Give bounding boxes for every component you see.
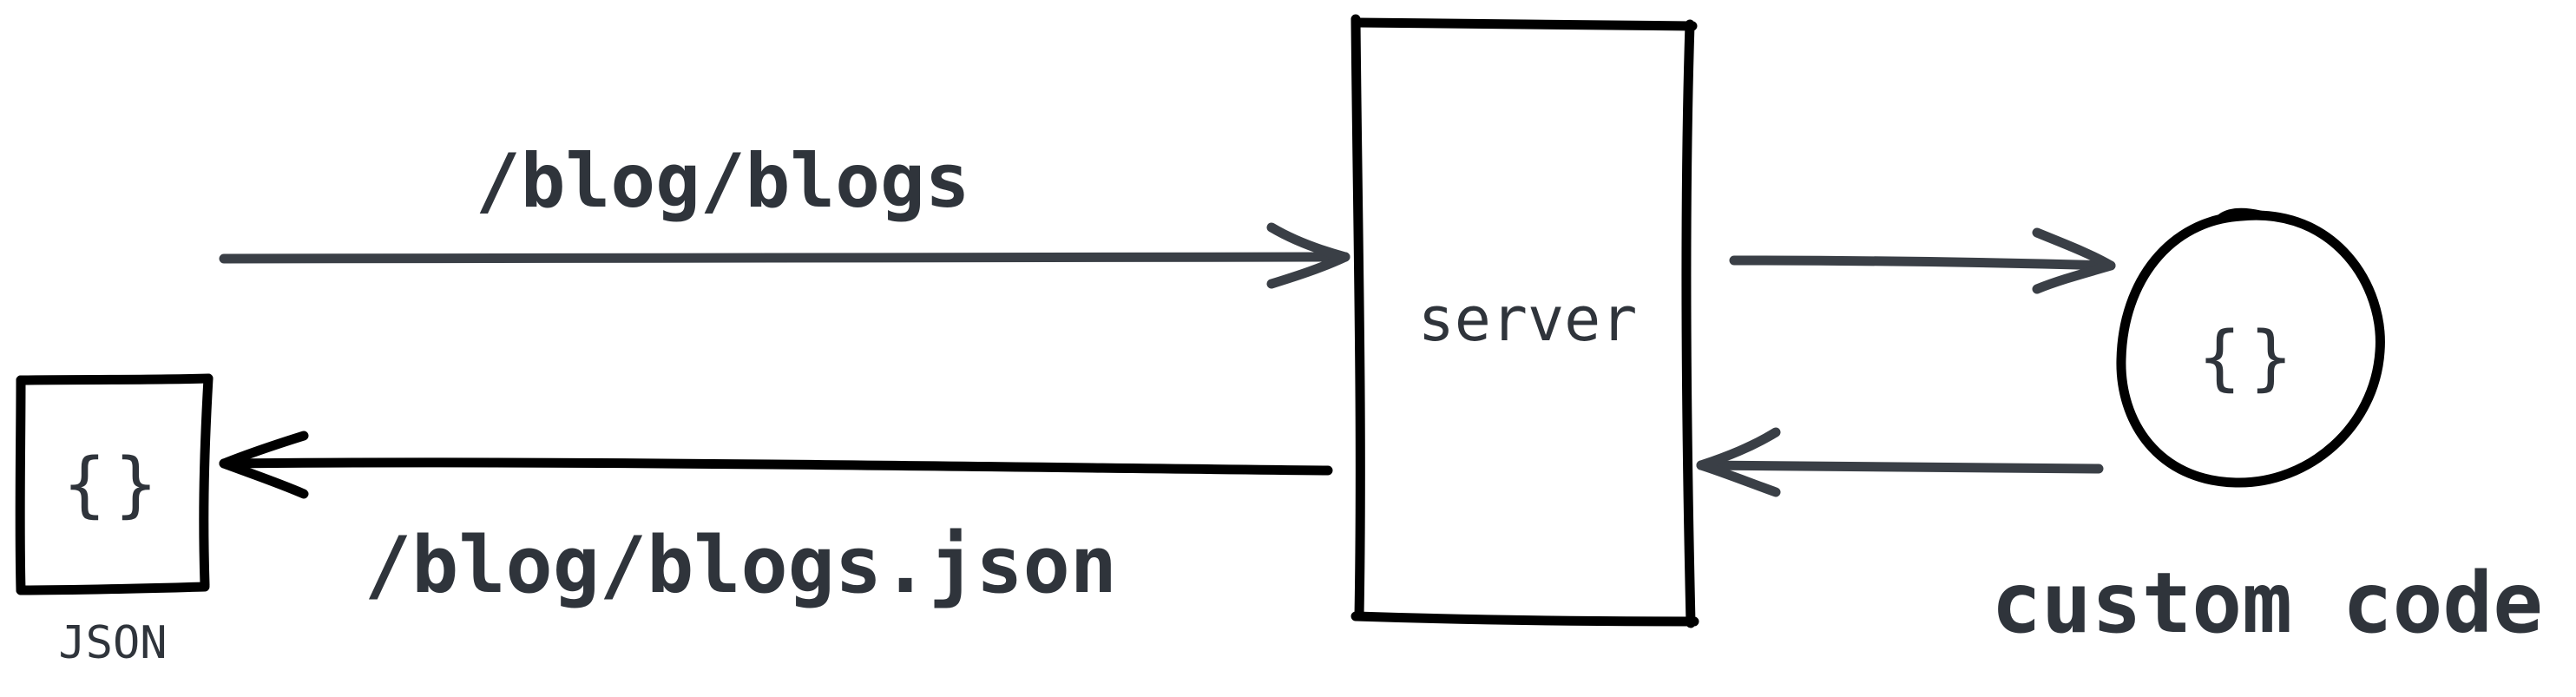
request-arrow-shaft [219,252,1350,264]
request-arrow-head [1266,222,1350,289]
response-arrow-shaft [219,457,1333,476]
server-to-code-arrow [1729,227,2116,294]
server-label: server [1418,284,1638,355]
code-to-server-arrow-shaft [1696,460,2104,474]
code-icon: {} [2198,317,2302,399]
response-arrow [219,431,1333,499]
request-path-label: /blog/blogs [476,138,970,225]
request-arrow [219,222,1350,289]
server-to-code-arrow-shaft [1729,255,2116,271]
custom-code-circle [2116,207,2385,488]
custom-code-label: custom code [1991,555,2543,652]
code-to-server-arrow-head [1696,427,1781,497]
code-to-server-arrow [1696,427,2104,497]
server-to-code-arrow-head [2032,227,2116,294]
json-file-box [15,373,214,595]
server-box [1350,14,1699,628]
response-path-label: /blog/blogs.json [365,520,1117,611]
response-arrow-head [219,431,309,499]
json-label: JSON [58,617,167,669]
json-icon: {} [63,444,167,526]
